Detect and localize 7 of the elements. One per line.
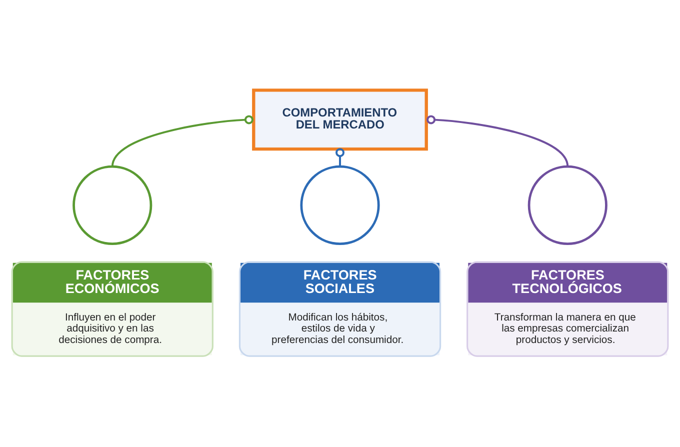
node-circle	[528, 165, 608, 245]
node-box: COMPORTAMIENTO DEL MERCADO	[252, 88, 428, 151]
connector	[336, 148, 344, 167]
node-circle	[300, 165, 380, 245]
node-circle	[72, 165, 152, 245]
connector	[111, 115, 254, 167]
connector	[426, 115, 569, 167]
